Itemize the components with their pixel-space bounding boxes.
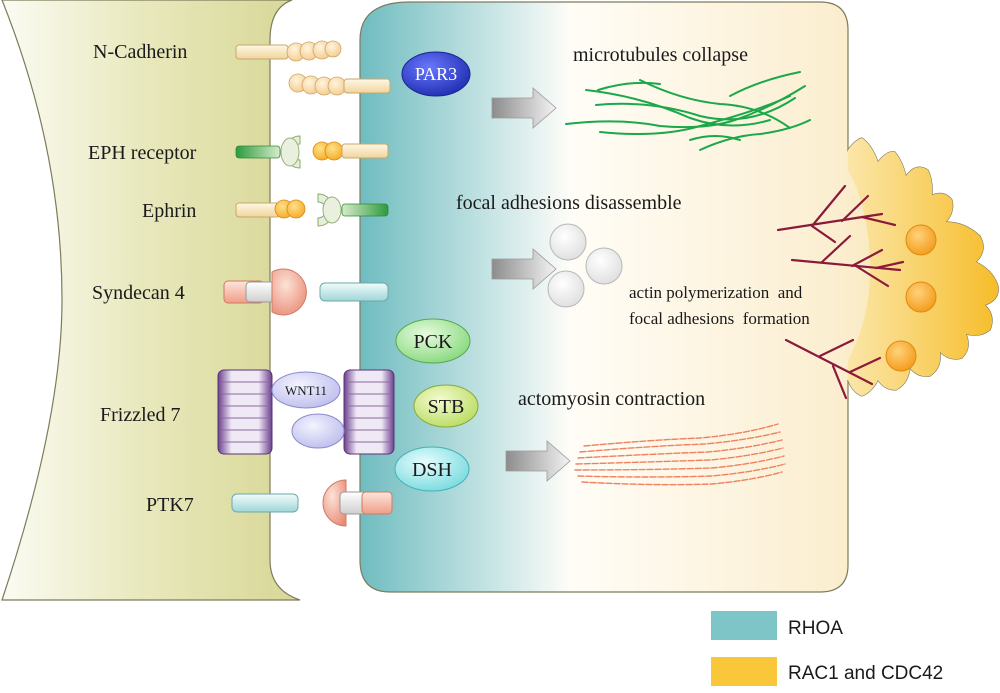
wnt11-second	[291, 413, 345, 449]
label-microtubules-collapse: microtubules collapse	[573, 44, 748, 66]
label-wnt11: WNT11	[285, 383, 327, 398]
label-ptk7: PTK7	[146, 494, 194, 516]
microtubules-illustration	[565, 71, 811, 151]
focal-adhesions-disassembled	[547, 223, 623, 308]
actomyosin-fibers	[574, 423, 786, 486]
ephrin	[235, 199, 306, 219]
label-eph-receptor: EPH receptor	[88, 142, 197, 164]
lamellipodium	[848, 138, 999, 396]
stb-node	[413, 384, 479, 428]
ptk7	[231, 493, 299, 513]
focal-adhesion-dot	[885, 340, 917, 372]
label-stb: STB	[428, 396, 465, 418]
legend-swatch-rhoa	[711, 611, 777, 640]
syndecan-partner	[319, 282, 389, 302]
frizzled-7-right	[343, 369, 395, 455]
actin-filaments	[776, 184, 905, 400]
label-par3: PAR3	[415, 64, 457, 84]
n-cadherin-left	[235, 40, 342, 62]
arrow-microtubules	[491, 87, 557, 129]
focal-adhesion-dot	[905, 224, 937, 256]
label-n-cadherin: N-Cadherin	[93, 41, 187, 63]
eph-receptor	[235, 135, 301, 169]
arrow-focal-adhesions	[491, 248, 557, 290]
label-syndecan-4: Syndecan 4	[92, 282, 185, 304]
ptk7-partner	[322, 479, 393, 527]
frizzled-7-left	[217, 369, 273, 455]
label-ephrin: Ephrin	[142, 200, 196, 222]
syndecan-4	[223, 268, 307, 316]
legend-swatch-rac1-cdc42	[711, 657, 777, 686]
label-dsh: DSH	[412, 459, 452, 481]
label-actomyosin-contraction: actomyosin contraction	[518, 388, 705, 410]
arrow-actomyosin	[505, 440, 571, 482]
n-cadherin-right	[288, 73, 391, 96]
pck-node	[395, 318, 471, 364]
dsh-node	[394, 446, 470, 492]
focal-adhesion-dot	[905, 281, 937, 313]
legend-label-rhoa: RHOA	[788, 618, 843, 639]
label-pck: PCK	[414, 331, 453, 353]
label-frizzled-7: Frizzled 7	[100, 404, 181, 426]
legend-label-rac1-cdc42: RAC1 and CDC42	[788, 663, 943, 684]
par3-node	[401, 51, 471, 97]
label-focal-adhesions-disassemble: focal adhesions disassemble	[456, 192, 682, 214]
ephrin-bound	[312, 141, 389, 161]
eph-receptor-bound	[317, 193, 389, 227]
label-focal-adhesions-formation: focal adhesions formation	[629, 309, 810, 328]
label-actin-polymerization: actin polymerization and	[629, 283, 803, 302]
wnt11-ligand	[271, 371, 341, 409]
